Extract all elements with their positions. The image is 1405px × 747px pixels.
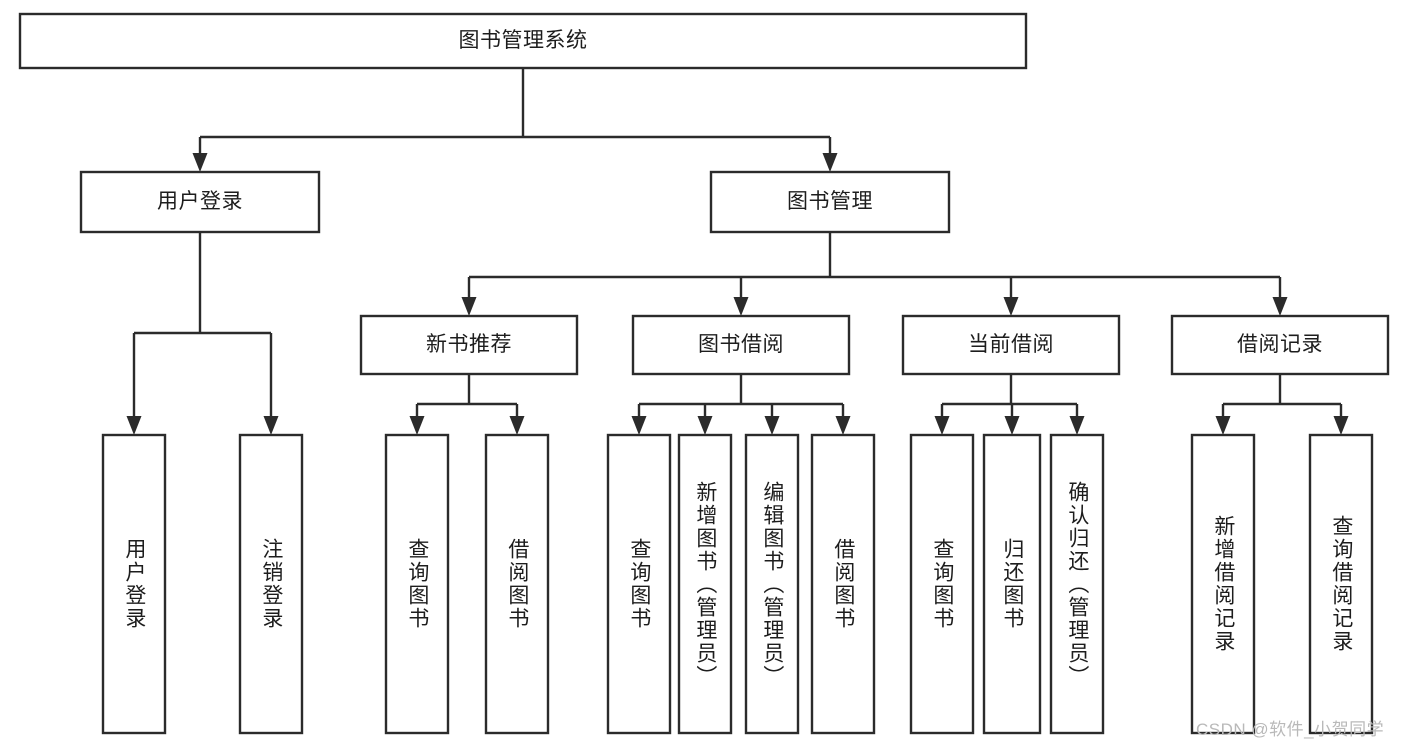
- arrow-icon-borrow_to_leaves-3: [835, 416, 851, 435]
- arrow-icon-current_to_leaves-0: [934, 416, 950, 435]
- arrow-icon-new_book_to_leaves-0: [409, 416, 425, 435]
- node-leaf-用户登录-0-box[interactable]: [101, 433, 167, 735]
- node-leaf-查询借阅记录-12-box[interactable]: [1308, 433, 1374, 735]
- arrow-icon-borrow_to_leaves-2: [764, 416, 780, 435]
- connector-layer: [126, 68, 1349, 435]
- node-level2-图书管理-1-box[interactable]: [709, 170, 951, 234]
- node-leaf-借阅图书-3-box[interactable]: [484, 433, 550, 735]
- node-leaf-编辑图书管理员-6-box[interactable]: [744, 433, 800, 735]
- node-level3-新书推荐-0-box[interactable]: [359, 314, 579, 376]
- node-leaf-查询图书-2-box[interactable]: [384, 433, 450, 735]
- arrow-icon-current_to_leaves-2: [1069, 416, 1085, 435]
- node-box-layer: [18, 12, 1390, 735]
- arrow-icon-record_to_leaves-1: [1333, 416, 1349, 435]
- node-level3-图书借阅-1-box[interactable]: [631, 314, 851, 376]
- csdn-watermark: CSDN @软件_小贺同学: [1196, 720, 1385, 739]
- arrow-icon-root_to_level2-1: [822, 153, 838, 172]
- arrow-icon-record_to_leaves-0: [1215, 416, 1231, 435]
- arrow-icon-borrow_to_leaves-1: [697, 416, 713, 435]
- arrow-icon-root_to_level2-0: [192, 153, 208, 172]
- node-leaf-新增图书管理员-5-box[interactable]: [677, 433, 733, 735]
- arrow-icon-book_mgmt_to_level3-0: [461, 297, 477, 316]
- arrow-icon-new_book_to_leaves-1: [509, 416, 525, 435]
- node-root-图书管理系统-box[interactable]: [18, 12, 1028, 70]
- arrow-icon-user_login_to_leaves-1: [263, 416, 279, 435]
- node-leaf-新增借阅记录-11-box[interactable]: [1190, 433, 1256, 735]
- node-level2-用户登录-0-box[interactable]: [79, 170, 321, 234]
- node-leaf-归还图书-9-box[interactable]: [982, 433, 1042, 735]
- node-leaf-查询图书-4-box[interactable]: [606, 433, 672, 735]
- arrow-icon-book_mgmt_to_level3-2: [1003, 297, 1019, 316]
- node-leaf-注销登录-1-box[interactable]: [238, 433, 304, 735]
- node-leaf-确认归还管理员-10-box[interactable]: [1049, 433, 1105, 735]
- arrow-icon-book_mgmt_to_level3-3: [1272, 297, 1288, 316]
- node-level3-当前借阅-2-box[interactable]: [901, 314, 1121, 376]
- node-leaf-借阅图书-7-box[interactable]: [810, 433, 876, 735]
- node-leaf-查询图书-8-box[interactable]: [909, 433, 975, 735]
- arrow-icon-current_to_leaves-1: [1004, 416, 1020, 435]
- arrow-icon-book_mgmt_to_level3-1: [733, 297, 749, 316]
- node-level3-借阅记录-3-box[interactable]: [1170, 314, 1390, 376]
- arrow-icon-borrow_to_leaves-0: [631, 416, 647, 435]
- arrow-icon-user_login_to_leaves-0: [126, 416, 142, 435]
